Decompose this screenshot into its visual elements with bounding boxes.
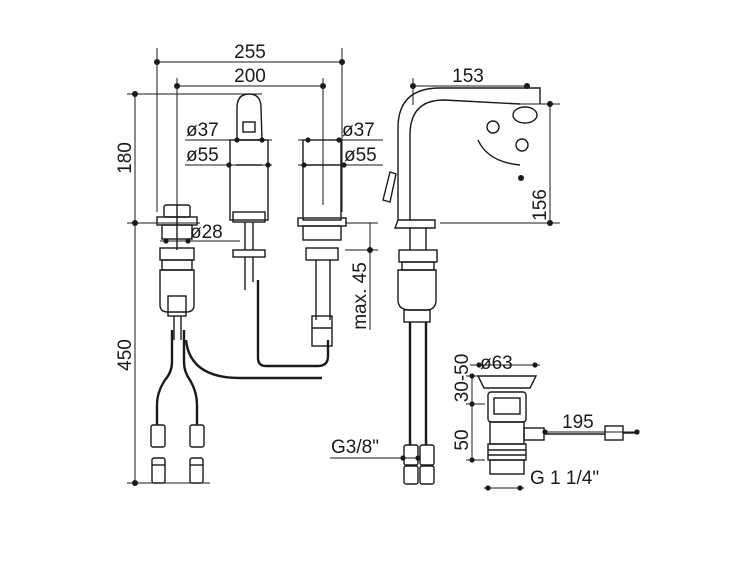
- dim-total-width: 255: [234, 42, 266, 63]
- dim-rod-length: 195: [562, 412, 594, 433]
- dim-right-dia-top: ø37: [342, 120, 375, 141]
- dim-waste-adjust: 30-50: [452, 354, 473, 403]
- pop-up-waste: [476, 375, 638, 475]
- dim-pipe-length: 450: [115, 339, 136, 371]
- dim-body-height: 180: [115, 142, 136, 174]
- dim-waste-dia: ø63: [480, 353, 513, 374]
- dim-left-dia-top: ø37: [186, 120, 219, 141]
- dim-right-dia-base: ø55: [344, 145, 377, 166]
- dimension-labels: 255 200 153 ø37 ø55 ø37 ø55 ø28 ø63 195 …: [115, 42, 599, 489]
- dim-center-distance: 200: [234, 66, 266, 87]
- dim-hose-thread: G3/8": [331, 437, 379, 458]
- left-handle-assembly: [150, 204, 205, 484]
- dim-spout-reach: 153: [452, 66, 484, 87]
- dim-spout-height: 156: [530, 189, 551, 221]
- dim-handle-base-dia: ø28: [190, 222, 223, 243]
- dim-left-dia-base: ø55: [186, 145, 219, 166]
- center-spout-front: [184, 93, 330, 380]
- side-view: [382, 87, 541, 485]
- right-valve: [297, 139, 347, 347]
- dim-waste-thread: G 1 1/4": [530, 468, 599, 489]
- dim-max-deck: max. 45: [350, 262, 371, 330]
- dim-waste-body: 50: [452, 429, 473, 450]
